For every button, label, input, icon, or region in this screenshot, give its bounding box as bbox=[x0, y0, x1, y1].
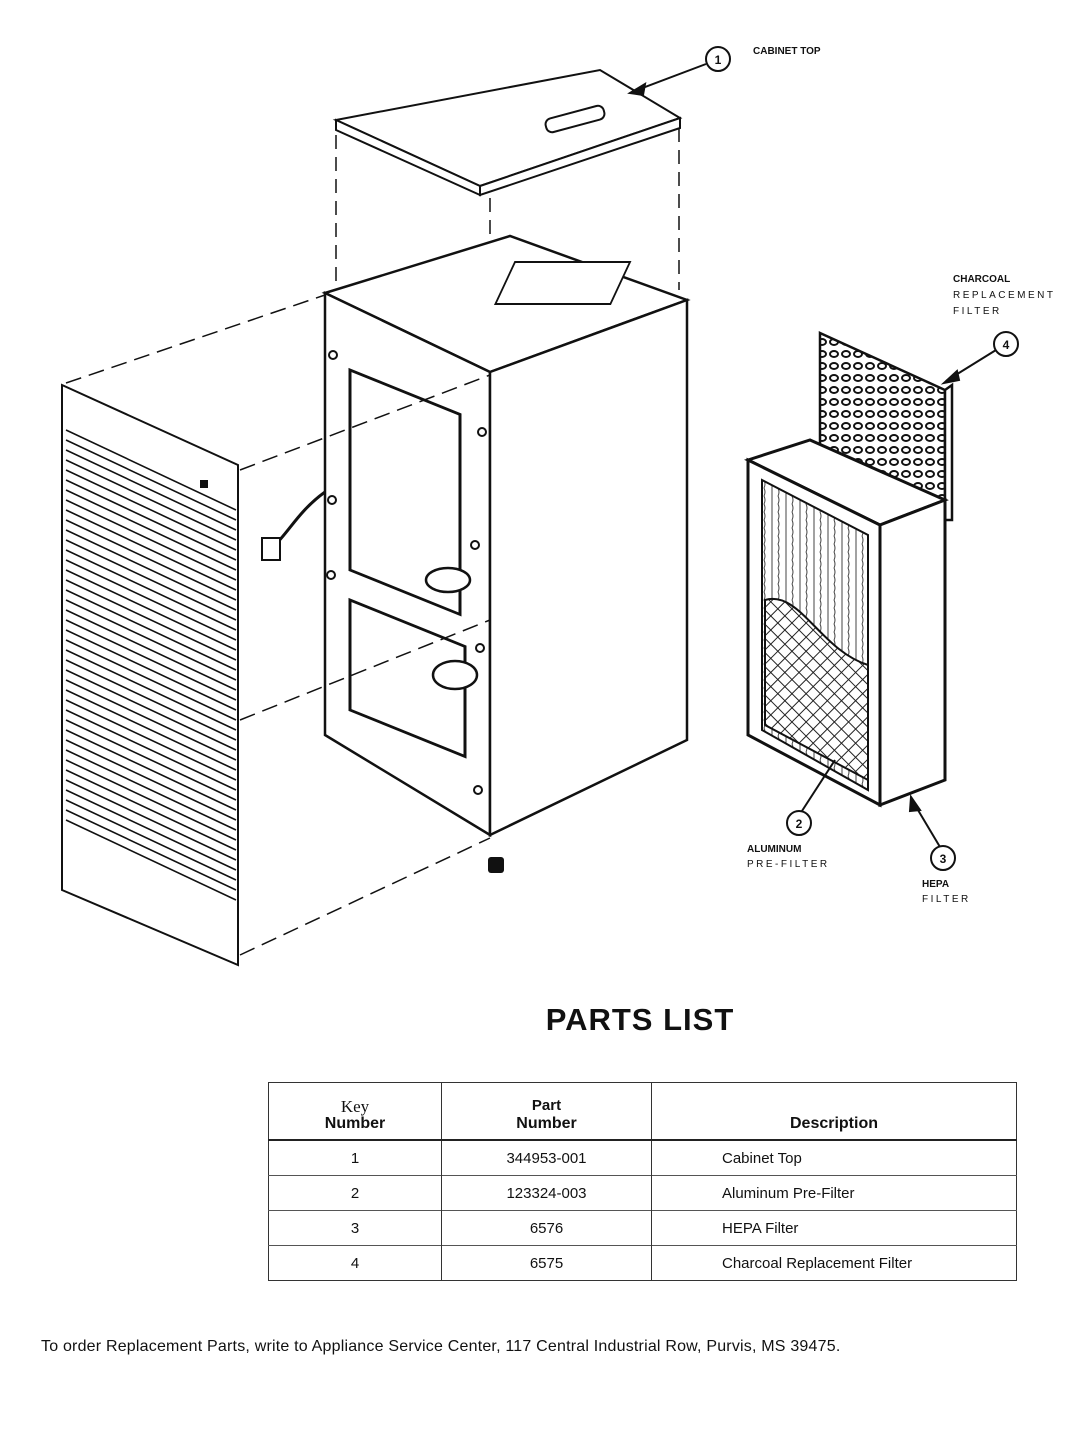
part-header-top: Part bbox=[531, 1097, 562, 1114]
callout-3-line-1: HEPA bbox=[922, 879, 950, 890]
parts-table: Key Number Part Number Description 1 344… bbox=[268, 1082, 1017, 1281]
part-cell: 123324-003 bbox=[441, 1175, 652, 1211]
callout-2-line-1: ALUMINUM bbox=[747, 844, 802, 855]
front-grille bbox=[61, 383, 239, 967]
key-cell: 1 bbox=[268, 1139, 442, 1176]
part-cell: 6576 bbox=[441, 1210, 652, 1246]
key-cell: 3 bbox=[268, 1210, 442, 1246]
callout-3-line-2: FILTER bbox=[922, 894, 971, 905]
part-number-header: Part Number bbox=[441, 1082, 652, 1140]
key-cell: 2 bbox=[268, 1175, 442, 1211]
callout-4-line-2: REPLACEMENT bbox=[953, 290, 1056, 301]
key-header-top: Key bbox=[340, 1097, 370, 1116]
exploded-parts-diagram: 1 2 3 4 bbox=[61, 46, 1019, 967]
charcoal-filter-part bbox=[818, 331, 954, 523]
cabinet-body bbox=[321, 234, 691, 838]
key-header-bottom: Number bbox=[324, 1115, 386, 1132]
key-number-header: Key Number bbox=[268, 1082, 442, 1140]
table-row: 4 6575 Charcoal Replacement Filter bbox=[268, 1245, 1017, 1281]
parts-list-title: PARTS LIST bbox=[545, 1002, 735, 1037]
cabinet-top-part bbox=[332, 68, 683, 197]
description-cell: HEPA Filter bbox=[651, 1210, 1017, 1246]
callout-4-number: 4 bbox=[1003, 338, 1010, 352]
description-cell: Charcoal Replacement Filter bbox=[651, 1245, 1017, 1281]
callout-1-label: CABINET TOP bbox=[753, 46, 821, 57]
description-cell: Cabinet Top bbox=[651, 1139, 1017, 1176]
table-row: 2 123324-003 Aluminum Pre-Filter bbox=[268, 1175, 1017, 1211]
description-cell: Aluminum Pre-Filter bbox=[651, 1175, 1017, 1211]
table-row: 3 6576 HEPA Filter bbox=[268, 1210, 1017, 1246]
callout-4-line-3: FILTER bbox=[953, 306, 1002, 317]
callout-3-number: 3 bbox=[940, 852, 947, 866]
part-cell: 344953-001 bbox=[441, 1139, 652, 1176]
table-row: 1 344953-001 Cabinet Top bbox=[268, 1139, 1017, 1176]
hepa-filter-assembly bbox=[744, 438, 949, 808]
table-header-row: Key Number Part Number Description bbox=[268, 1082, 1017, 1140]
part-cell: 6575 bbox=[441, 1245, 652, 1281]
callout-4-line-1: CHARCOAL bbox=[953, 274, 1011, 285]
key-cell: 4 bbox=[268, 1245, 442, 1281]
order-instructions: To order Replacement Parts, write to App… bbox=[41, 1338, 841, 1355]
part-header-bottom: Number bbox=[516, 1115, 577, 1132]
callout-1-number: 1 bbox=[715, 53, 722, 67]
callout-2-line-2: PRE-FILTER bbox=[747, 859, 830, 870]
description-header: Description bbox=[789, 1115, 878, 1132]
callout-2-number: 2 bbox=[796, 817, 803, 831]
